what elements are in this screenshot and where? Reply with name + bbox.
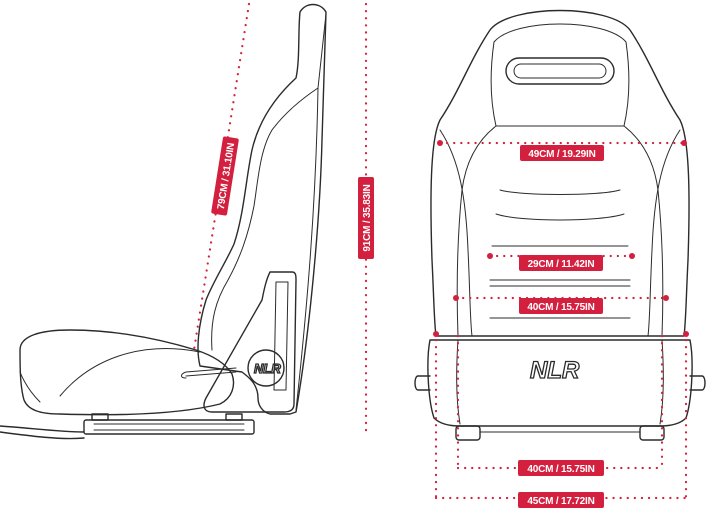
side-foot-rear bbox=[225, 413, 243, 421]
hip-width-end bbox=[663, 295, 669, 301]
side-foot-front bbox=[91, 413, 109, 421]
total-height-label: 91CM / 35.83IN bbox=[358, 177, 374, 259]
front-panel-lumbar bbox=[489, 245, 631, 319]
base-inner-width-label: 40CM / 15.75IN bbox=[518, 460, 604, 476]
side-slider-bar bbox=[0, 425, 85, 440]
side-bracket-slot bbox=[273, 281, 289, 391]
front-wing-right bbox=[647, 129, 681, 337]
front-headrest-panel bbox=[490, 23, 630, 127]
shoulder-width-start bbox=[437, 140, 443, 146]
front-seat-inner bbox=[456, 339, 664, 425]
side-backrest-edge bbox=[295, 13, 327, 411]
front-foot-right bbox=[639, 425, 665, 441]
hip-width-start bbox=[453, 295, 459, 301]
front-logo-text: NLR bbox=[530, 357, 580, 384]
side-height-label: 79CM / 31.10IN bbox=[211, 136, 239, 216]
side-bracket bbox=[203, 271, 297, 413]
side-view-seat: NLR bbox=[0, 3, 327, 440]
shell-corner-left bbox=[433, 331, 439, 337]
side-slider-rail bbox=[83, 419, 255, 435]
shell-corner-right bbox=[683, 331, 689, 337]
side-logo-text: NLR bbox=[254, 361, 281, 376]
front-bolster-right bbox=[623, 125, 664, 337]
front-wing-left bbox=[439, 129, 473, 337]
front-handle-right bbox=[689, 375, 706, 391]
dimension-lines bbox=[192, 2, 689, 500]
side-backrest-contour bbox=[211, 87, 319, 351]
side-backrest-outline bbox=[197, 3, 327, 415]
hip-width-text: 40CM / 15.75IN bbox=[527, 302, 594, 313]
lumbar-width-start bbox=[487, 253, 493, 259]
side-logo: NLR bbox=[253, 360, 282, 376]
lumbar-width-text: 29CM / 11.42IN bbox=[528, 259, 595, 270]
lumbar-width-label: 29CM / 11.42IN bbox=[519, 255, 603, 271]
side-height-line bbox=[192, 2, 251, 352]
shoulder-width-end bbox=[681, 140, 687, 146]
front-shell-outline bbox=[430, 9, 690, 337]
harness-slot bbox=[505, 57, 615, 85]
front-logo: NLR bbox=[529, 356, 580, 384]
base-outer-width-text: 45CM / 17.72IN bbox=[527, 496, 594, 507]
recline-knob bbox=[247, 349, 285, 387]
side-rail-details bbox=[93, 423, 245, 431]
front-foot-left bbox=[455, 425, 481, 441]
side-seat-contour bbox=[59, 348, 201, 397]
lumbar-width-end bbox=[629, 253, 635, 259]
shoulder-width-text: 49CM / 19.29IN bbox=[528, 149, 595, 160]
hip-width-label: 40CM / 15.75IN bbox=[519, 298, 603, 314]
front-handle-left bbox=[414, 375, 431, 391]
total-height-text: 91CM / 35.83IN bbox=[362, 184, 373, 251]
side-seat-front bbox=[19, 371, 41, 403]
front-panel-upper bbox=[495, 189, 625, 221]
front-bolster-left bbox=[456, 125, 497, 337]
side-lever bbox=[181, 367, 237, 379]
base-inner-width-text: 40CM / 15.75IN bbox=[527, 464, 594, 475]
shoulder-width-label: 49CM / 19.29IN bbox=[520, 145, 604, 161]
front-view-seat: NLR bbox=[414, 9, 706, 441]
side-seat-cushion bbox=[19, 329, 235, 416]
harness-slot-inner bbox=[513, 63, 607, 79]
base-outer-width-label: 45CM / 17.72IN bbox=[518, 492, 604, 508]
